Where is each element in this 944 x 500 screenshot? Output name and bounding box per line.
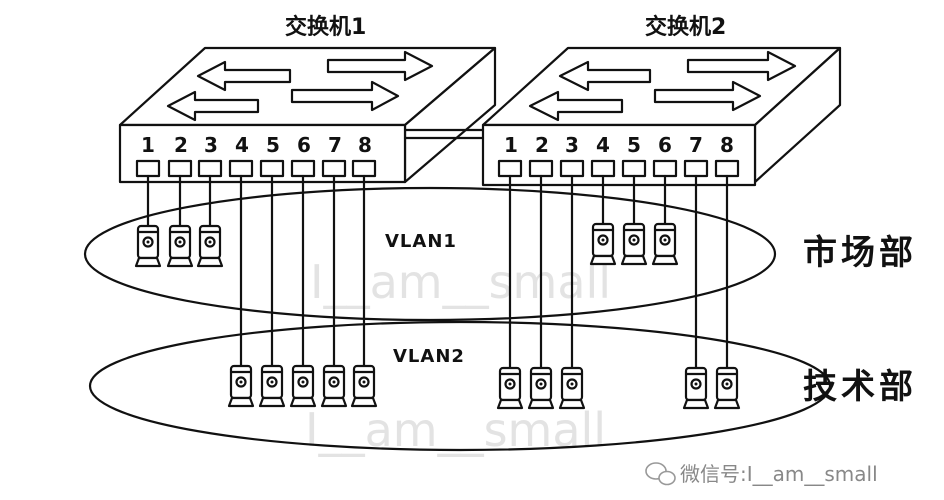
vlan1-label: VLAN1: [385, 231, 457, 252]
arrow-icon: [528, 50, 797, 122]
computer-icon: [166, 224, 194, 268]
port-number: 7: [328, 133, 342, 157]
switch-port: [528, 159, 554, 178]
vlan1-ellipse: [83, 186, 777, 322]
port-number: 2: [535, 133, 549, 157]
department-tech: 技术部: [803, 367, 917, 407]
port-number: 8: [720, 133, 734, 157]
computer-icon: [258, 364, 286, 408]
port-number: 3: [204, 133, 218, 157]
computer-icon: [713, 366, 741, 410]
switch-port: [351, 159, 377, 178]
port-number: 2: [174, 133, 188, 157]
switch-port: [135, 159, 161, 178]
port-number: 8: [358, 133, 372, 157]
computer-icon: [682, 366, 710, 410]
computer-icon: [320, 364, 348, 408]
computer-icon: [134, 224, 162, 268]
computer-icon: [289, 364, 317, 408]
arrow-icon: [166, 50, 434, 122]
switch-port: [652, 159, 678, 178]
port-number: 1: [141, 133, 155, 157]
computer-icon: [620, 222, 648, 266]
vlan2-ellipse: [88, 320, 832, 452]
port-number: 4: [596, 133, 610, 157]
computer-icon: [496, 366, 524, 410]
switch-2-title: 交换机2: [645, 14, 726, 40]
computer-icon: [227, 364, 255, 408]
switch-port: [559, 159, 585, 178]
computer-icon: [527, 366, 555, 410]
switch-port: [621, 159, 647, 178]
switch-port: [590, 159, 616, 178]
watermark-footer: 微信号:I__am__small: [680, 462, 878, 486]
switch-port: [497, 159, 523, 178]
switch-port: [321, 159, 347, 178]
switch-1-title: 交换机1: [285, 14, 366, 40]
port-number: 7: [689, 133, 703, 157]
switch-port: [714, 159, 740, 178]
computer-icon: [558, 366, 586, 410]
vlan2-label: VLAN2: [393, 346, 465, 367]
switch-port: [167, 159, 193, 178]
port-number: 4: [235, 133, 249, 157]
port-number: 6: [297, 133, 311, 157]
computer-icon: [350, 364, 378, 408]
port-number: 5: [266, 133, 280, 157]
computer-icon: [651, 222, 679, 266]
department-marketing: 市场部: [803, 233, 917, 273]
port-number: 5: [627, 133, 641, 157]
watermark-center-top: I__am__small: [310, 255, 611, 309]
port-number: 6: [658, 133, 672, 157]
switch-port: [228, 159, 254, 178]
computer-icon: [589, 222, 617, 266]
wechat-icon: [645, 462, 676, 486]
switch-port: [683, 159, 709, 178]
port-number: 3: [565, 133, 579, 157]
switch-port: [290, 159, 316, 178]
switch-port: [197, 159, 223, 178]
switch-port: [259, 159, 285, 178]
computer-icon: [196, 224, 224, 268]
port-number: 1: [504, 133, 518, 157]
switch-2: [481, 46, 842, 187]
